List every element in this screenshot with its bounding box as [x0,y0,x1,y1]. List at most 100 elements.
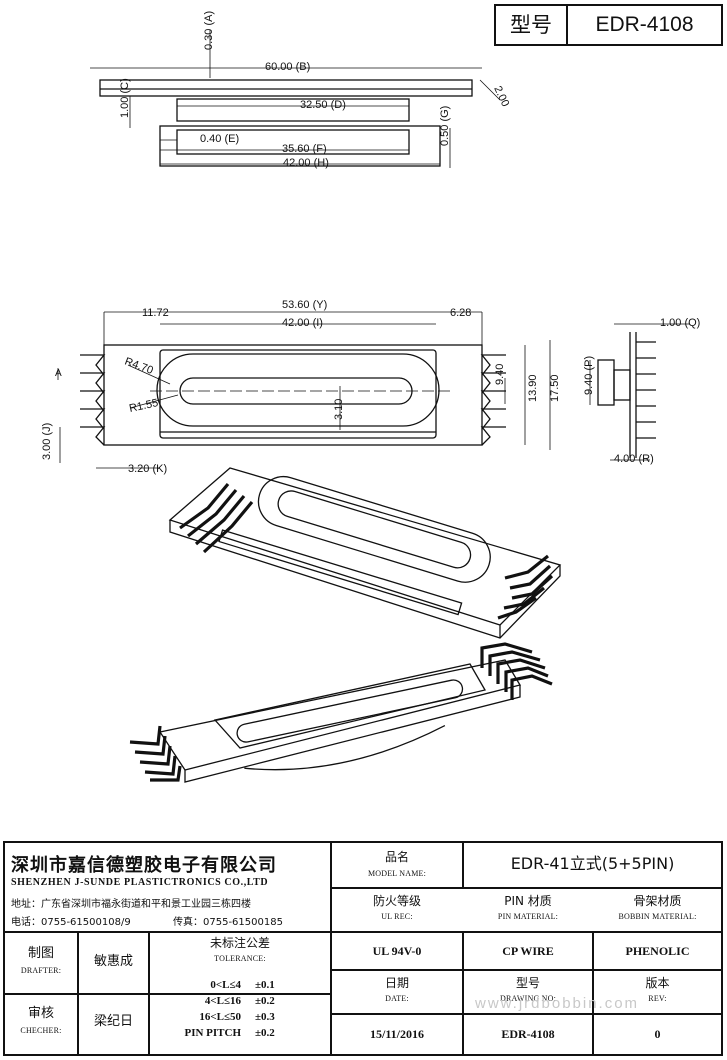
model-name-label-cn: 品名 [384,850,409,864]
tolerance-range: 0<L≤4 [210,979,241,991]
section-mark: A [55,368,62,379]
tolerance-label-en: TOLERANCE: [214,954,266,963]
pin-left [80,372,106,394]
rev-value: 0 [654,1027,661,1041]
tolerance-range: 16<L≤50 [199,1011,241,1023]
dimension-label: 0.40 (E) [200,133,239,145]
iso1-right-pins [497,554,554,620]
rev-label-en: REV: [648,994,667,1003]
drawing-no-label-cn: 型号 [515,976,540,990]
iso2-pin [144,755,177,776]
iso2-pin [510,674,553,700]
dimension-label: 9.40 [494,364,506,385]
tb-line [330,1013,721,1015]
watermark: www.jrdbobbin.com [475,995,640,1012]
dimension-label: 3.10 [333,399,345,420]
dimension-label: 35.60 (F) [282,143,327,155]
tb-line [592,931,594,1054]
tb-line [462,931,464,1054]
iso2-right-pins [480,642,553,700]
iso1-pin [509,564,552,590]
front-view [57,311,551,469]
front-dim-line [129,394,179,409]
isometric-view-1 [168,467,562,639]
company-phone: 电话：0755-61500108/9 [11,917,131,928]
date-value: 15/11/2016 [369,1027,424,1041]
iso1-left-pins [179,482,254,554]
pin-material-label-cn: PIN 材质 [504,894,552,908]
dimension-label: 13.90 [527,374,539,402]
bobbin-material-value: PHENOLIC [625,944,690,958]
tolerance-range: 4<L≤16 [204,995,241,1007]
pin-material-value: CP WIRE [502,944,554,958]
pin-right [480,426,506,446]
technical-drawing: 0.30 (A)60.00 (B)2.001.00 (C)32.50 (D)0.… [41,11,700,783]
top-dim-line [479,79,501,101]
front-view-body [103,344,483,446]
iso1-pin [179,482,230,530]
iso1-pin [187,488,238,538]
iso1-base-top [168,467,562,626]
ul-label-cn: 防火等级 [372,894,421,908]
dimension-label: 53.60 (Y) [282,299,327,311]
dimension-label: 3.00 (J) [41,423,53,460]
tolerance-range: PIN PITCH [184,1027,241,1039]
front-view-window [159,349,437,439]
iso1-track-inner [277,490,472,569]
front-view-track [156,353,440,427]
top-view-core [176,98,410,122]
dimension-label: R1.55 [128,397,159,415]
iso1-pin [503,586,545,610]
company-name-cn: 深圳市嘉信德塑胶电子有限公司 [11,855,277,876]
iso2-base-top [158,659,522,771]
top-view [90,30,501,168]
iso1-pin [202,500,254,554]
pin-left [80,408,106,430]
tolerance-row: 0<L≤4±0.1 [165,977,325,993]
tb-line [5,931,721,933]
tb-line [330,969,721,971]
dimension-label: 9.40 (P) [583,356,595,395]
header-model-value: EDR-4108 [595,13,694,36]
dimension-label: 32.50 (D) [300,99,346,111]
date-label-cn: 日期 [384,976,409,990]
dimension-label: 0.50 (G) [439,106,451,146]
tb-line [5,993,330,995]
iso2-left-pins [129,725,182,782]
tolerance-value: ±0.2 [255,1027,275,1039]
iso2-pin [496,658,546,684]
iso2-pin [139,745,172,766]
header-model-box: 型号 EDR-4108 [494,4,723,46]
iso2-core-bottom [244,724,446,771]
front-view-left-pins [80,354,106,446]
iso1-pin [497,596,537,620]
side-view-core [613,369,631,401]
pin-right [480,408,506,430]
drafter-label-cn: 制图 [27,946,54,961]
front-view-right-pins [480,354,506,446]
dimension-label: 6.28 [450,307,471,319]
dimension-label: 60.00 (B) [265,61,310,73]
company-name-en: SHENZHEN J-SUNDE PLASTICTRONICS CO.,LTD [11,877,269,888]
pin-left [80,354,106,376]
model-name-value: EDR-41立式(5+5PIN) [510,854,675,873]
bobbin-material-label-en: BOBBIN MATERIAL: [618,912,697,921]
iso2-pin [488,650,541,676]
drawing-no-label-en: DRAWING NO: [500,994,556,1003]
dimension-label: R4.70 [123,356,155,377]
tolerance-value: ±0.3 [255,1011,275,1023]
tb-line [330,931,332,1054]
model-name-label-en: MODEL NAME: [367,869,427,878]
tb-line [330,887,721,889]
tb-line [462,843,464,888]
isometric-view-2 [129,642,553,783]
tolerance-row: 4<L≤16±0.2 [165,993,325,1009]
iso2-pin [480,642,533,668]
pin-left [80,426,106,446]
dimension-label: 17.50 [549,374,561,402]
dimension-label: 42.00 (H) [283,157,329,169]
top-view-flange [99,79,473,97]
ul-label-en: UL REC: [381,912,413,921]
company-address: 地址：广东省深圳市福永街道和平和景工业园三栋四楼 [11,899,251,910]
